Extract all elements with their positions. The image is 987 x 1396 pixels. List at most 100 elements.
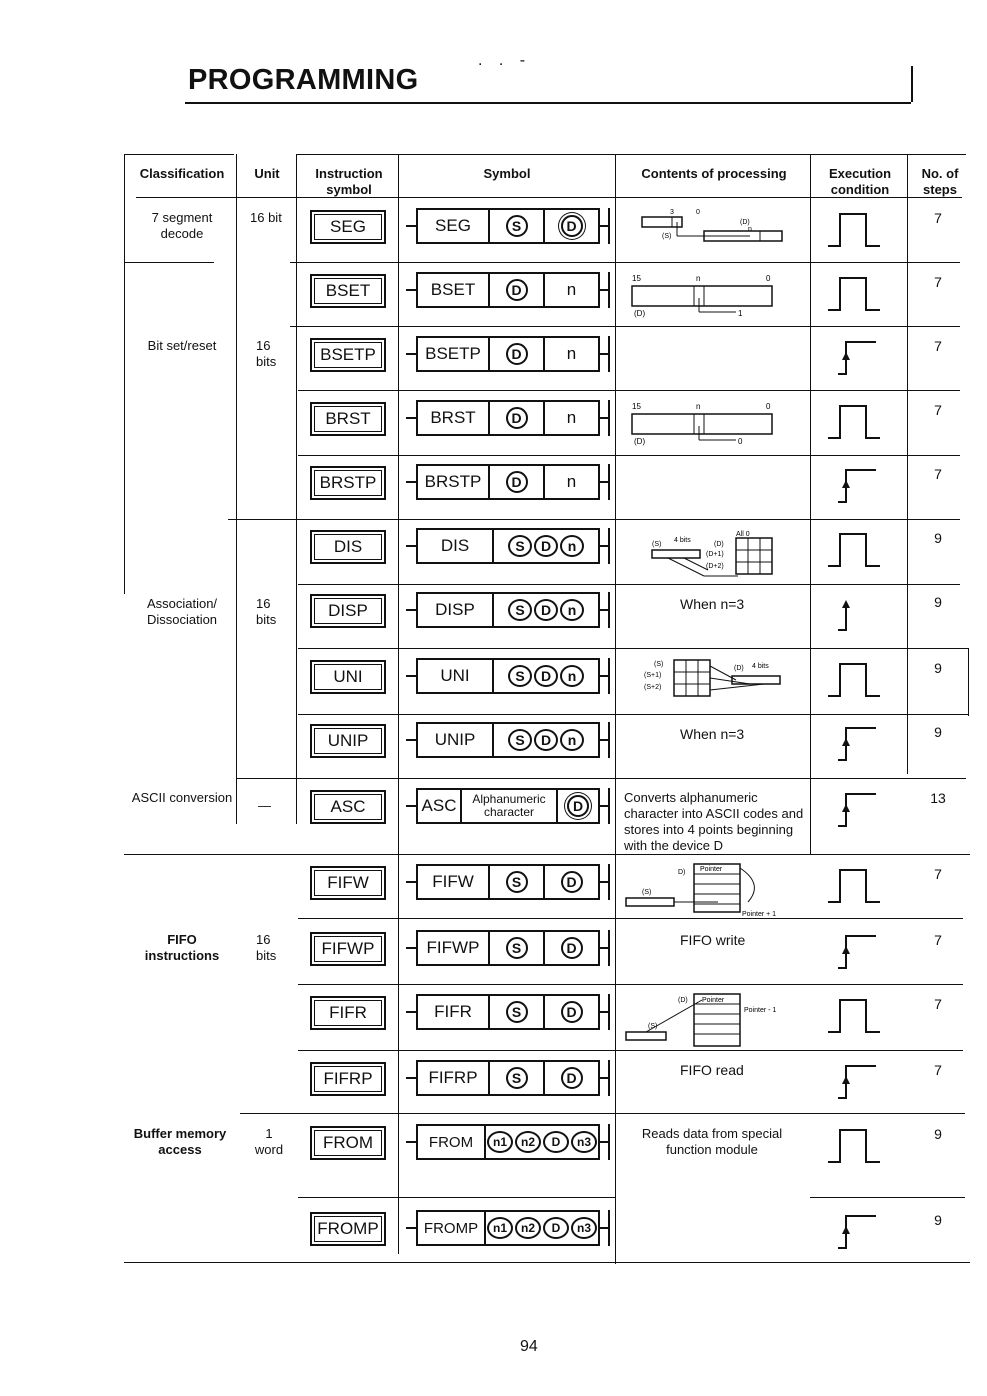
seg-label-3: 3 — [670, 209, 674, 216]
uni-s2: (S+2) — [644, 684, 661, 691]
dis-d2: (D+2) — [706, 563, 724, 570]
operand-n1: n1 — [487, 1217, 513, 1239]
uni-d: (D) — [734, 665, 744, 672]
symbol-name: ASC — [418, 790, 462, 822]
uni-s: (S) — [654, 661, 663, 668]
step-count: 7 — [934, 274, 942, 290]
uni-s1: (S+1) — [644, 672, 661, 679]
operand-n: n — [560, 599, 584, 621]
group-classification: Association/ Dissociation — [146, 596, 218, 627]
group-unit: 16 bits — [256, 596, 277, 627]
symbol-name: DIS — [418, 530, 494, 562]
group-classification: ASCII conversion — [131, 790, 233, 805]
step-count: 7 — [934, 210, 942, 226]
from-processing: Reads data from special function module — [641, 1126, 783, 1157]
symbol-name: BRSTP — [418, 466, 490, 498]
operand-d: D — [505, 279, 528, 301]
step-count: 9 — [934, 530, 942, 546]
brst-0: 0 — [766, 402, 771, 411]
fifw-pointer-plus: Pointer + 1 — [742, 911, 776, 918]
instruction-label: FIFW — [327, 873, 369, 892]
dis-4bits: 4 bits — [674, 537, 691, 544]
instruction-label: UNI — [333, 667, 363, 686]
operand-d: D — [543, 1217, 569, 1239]
instruction-box: BSETP — [310, 338, 386, 372]
brst-d: (D) — [634, 437, 645, 446]
operand-n3: n3 — [571, 1217, 597, 1239]
dis-s: (S) — [652, 541, 661, 548]
symbol-name: BRST — [418, 402, 490, 434]
group-classification: 7 segment decode — [151, 210, 213, 241]
instruction-box: UNI — [310, 660, 386, 694]
group-classification: Buffer memory access — [133, 1126, 227, 1157]
operand-d: D — [560, 937, 583, 959]
operand-n: n — [566, 344, 577, 363]
dis-all0: All 0 — [736, 531, 750, 538]
operand-d: D — [505, 407, 528, 429]
instruction-label: BRST — [325, 409, 371, 428]
instruction-label: BSETP — [320, 345, 376, 364]
execution-always-icon — [828, 663, 880, 697]
col-classification: Classification — [139, 166, 225, 181]
instruction-box: UNIP — [310, 724, 386, 758]
page-number: 94 — [520, 1338, 538, 1355]
operand-n: n — [560, 665, 584, 687]
execution-rising-edge-icon — [838, 935, 876, 969]
bset-diagram: 15 n 0 (D) 1 — [631, 274, 773, 318]
step-count: 7 — [934, 866, 942, 882]
page-title: PROGRAMMING — [188, 64, 419, 96]
fifw-pointer: Pointer — [700, 866, 723, 873]
col-symbol: Symbol — [483, 166, 531, 181]
execution-always-icon — [828, 869, 880, 903]
step-count: 9 — [934, 660, 942, 676]
operand-d: D — [505, 471, 528, 493]
step-count: 7 — [934, 932, 942, 948]
instruction-label: FIFRP — [323, 1069, 373, 1088]
ladder-symbol: SEG S D — [406, 208, 610, 244]
instruction-label: DISP — [328, 601, 368, 620]
seg-diagram: 3 0 (S) (D) n — [641, 209, 783, 242]
instruction-box: FIFR — [310, 996, 386, 1030]
asc-processing: Converts alphanumeric character into ASC… — [624, 790, 804, 853]
step-count: 7 — [934, 466, 942, 482]
fifr-s: (S) — [648, 1023, 657, 1030]
symbol-name: SEG — [418, 210, 490, 242]
brst-15: 15 — [632, 402, 641, 411]
step-count: 9 — [934, 1212, 942, 1228]
operand-d: D — [560, 215, 583, 237]
operand-s: S — [508, 729, 532, 751]
execution-always-icon — [828, 533, 880, 567]
operand-s: S — [505, 215, 528, 237]
operand-d: D — [505, 343, 528, 365]
execution-always-icon — [828, 1129, 880, 1163]
operand-n: n — [566, 472, 577, 491]
execution-always-icon — [828, 405, 880, 439]
operand-alphanumeric: Alphanumeric character — [462, 790, 558, 822]
operand-n: n — [560, 535, 584, 557]
operand-n3: n3 — [571, 1131, 597, 1153]
instruction-label: BRSTP — [319, 473, 377, 492]
fifr-diagram: (D) Pointer Pointer - 1 (S) — [625, 993, 776, 1047]
execution-always-icon — [828, 999, 880, 1033]
instruction-label: FIFR — [329, 1003, 367, 1022]
operand-d: D — [543, 1131, 569, 1153]
instruction-label: BSET — [325, 281, 371, 300]
execution-rising-edge-icon — [838, 1215, 876, 1249]
operand-s: S — [508, 599, 532, 621]
title-bar — [911, 66, 913, 102]
fifrp-processing: FIFO read — [680, 1062, 744, 1078]
operand-s: S — [505, 1067, 528, 1089]
symbol-name: FIFRP — [418, 1062, 490, 1094]
execution-rising-edge-icon — [838, 600, 850, 631]
fifr-pointer: Pointer — [702, 997, 725, 1004]
step-count: 7 — [934, 402, 942, 418]
